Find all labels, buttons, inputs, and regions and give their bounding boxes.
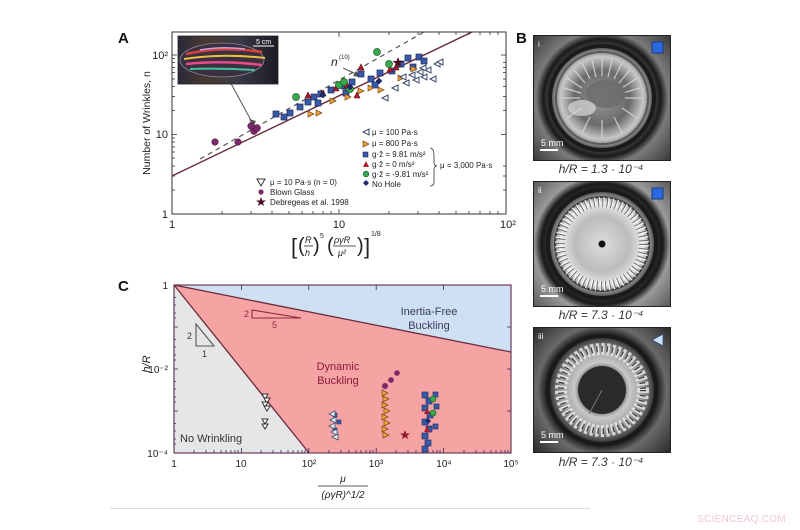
slope-triangle-2-5 — [251, 309, 302, 319]
a-ytick-100: 10² — [152, 50, 168, 62]
c-xtick: 10³ — [369, 459, 384, 470]
a-xlabel: [ ( R h ) 5 ( ργR μ² ) ] 1/8 — [291, 231, 381, 259]
svg-text:5: 5 — [320, 233, 324, 240]
slope-triangle-2-1 — [195, 322, 216, 347]
c-xlabel-num: μ — [339, 474, 346, 485]
legend-right — [361, 128, 370, 186]
svg-text:(: ( — [327, 235, 334, 257]
series-no-hole — [319, 77, 383, 99]
n10-label-sup: (10) — [339, 55, 350, 61]
series-mu100 — [380, 58, 444, 102]
series-mu800 — [307, 65, 418, 118]
photo-b-iii: 5 mm iii — [533, 327, 671, 453]
c-ytick: 1 — [162, 281, 168, 292]
a-xtick-1: 1 — [169, 219, 175, 231]
caption-b-iii: h/R = 7.3 · 10⁻⁴ — [558, 455, 644, 469]
legend-g0: g·ẑ = 0 m/s² — [372, 160, 415, 169]
c-xtick: 1 — [171, 459, 177, 470]
scale-bar-label: 5 mm — [541, 430, 564, 440]
svg-text:): ) — [357, 235, 364, 257]
svg-text:(: ( — [298, 235, 305, 257]
svg-text:R: R — [305, 235, 312, 245]
c-xtick: 10⁵ — [503, 459, 518, 470]
caption-b-ii: h/R = 7.3 · 10⁻⁴ — [558, 308, 644, 322]
label-inertia-free-2: Buckling — [408, 320, 450, 332]
panel-c-letter: C — [118, 278, 129, 295]
a-ylabel: Number of Wrinkles, n — [141, 71, 153, 175]
marker-triangle-left-icon — [651, 333, 664, 347]
scale-bar-label: 5 mm — [541, 138, 564, 148]
c-ytick: 10⁻⁴ — [147, 449, 168, 460]
photo-b-i: 5 mm i — [533, 35, 671, 161]
legend-gneg981: g·ẑ = -9.81 m/s² — [372, 170, 429, 179]
slope-run-label: 5 — [272, 320, 277, 330]
c-series-mu800 — [381, 389, 391, 439]
a-ytick-1: 1 — [162, 209, 168, 221]
label-inertia-free-1: Inertia-Free — [401, 306, 458, 318]
legend-blown-glass: Blown Glass — [270, 188, 314, 197]
c-series-blown-glass — [382, 370, 400, 389]
svg-text:ργR: ργR — [333, 235, 351, 245]
footer-divider — [110, 508, 590, 509]
legend-g981: g·ẑ = 9.81 m/s² — [372, 150, 426, 159]
legend-debregeas: Debregeas et al. 1998 — [270, 198, 349, 207]
svg-text:): ) — [313, 235, 320, 257]
svg-text:]: ] — [364, 234, 370, 259]
n10-label: n — [331, 55, 338, 69]
legend-brace-label: μ = 3,000 Pa·s — [440, 161, 492, 170]
slope-rise-label: 2 — [244, 309, 249, 319]
c-series-mu10 — [261, 393, 271, 430]
slope-rise-label: 2 — [187, 331, 192, 341]
svg-text:[: [ — [291, 234, 297, 259]
a-ytick-10: 10 — [156, 129, 168, 141]
legend-mu10: μ = 10 Pa·s (n = 0) — [270, 178, 337, 187]
c-ylabel: h/R — [141, 355, 153, 372]
photo-b-ii: 5 mm ii — [533, 181, 671, 307]
panel-c-chart: 2 5 2 1 Inertia-Free Buckling Dynamic Bu… — [141, 281, 519, 501]
legend-mu800: μ = 800 Pa·s — [372, 139, 418, 148]
svg-text:1/8: 1/8 — [371, 231, 381, 238]
roman-label: iii — [538, 332, 544, 341]
label-dynamic-1: Dynamic — [317, 361, 360, 373]
a-xtick-100: 10² — [500, 219, 516, 231]
panel-a-chart: 5 cm n (10) 1 10 10² 1 10 10² Number of … — [141, 31, 516, 259]
label-no-wrinkling: No Wrinkling — [180, 433, 242, 445]
svg-text:μ²: μ² — [337, 248, 347, 258]
c-xlabel-den: (ργR)^1/2 — [321, 490, 365, 501]
series-blown-glass — [211, 122, 261, 146]
label-dynamic-2: Buckling — [317, 375, 359, 387]
series-debregeas — [392, 57, 404, 68]
c-xtick: 10⁴ — [436, 459, 451, 470]
watermark: SCIENCEAQ.COM — [697, 514, 786, 525]
inset-scale-label: 5 cm — [256, 39, 271, 46]
c-xtick: 10² — [302, 459, 317, 470]
c-ytick: 10⁻² — [148, 365, 168, 376]
caption-b-i: h/R = 1.3 · 10⁻⁴ — [558, 162, 644, 176]
roman-label: i — [538, 40, 540, 49]
marker-square-blue-icon — [651, 41, 664, 54]
panel-b-letter: B — [516, 30, 527, 47]
slope-run-label: 1 — [202, 349, 207, 359]
legend-no-hole: No Hole — [372, 180, 401, 189]
c-xtick: 10 — [235, 459, 247, 470]
legend-left — [256, 178, 266, 206]
roman-label: ii — [538, 186, 542, 195]
c-series-debregeas — [400, 430, 410, 440]
c-series-mu3000 — [421, 391, 440, 453]
inset-blown-glass-image — [177, 35, 279, 85]
a-xtick-10: 10 — [333, 219, 345, 231]
marker-square-blue-icon — [651, 187, 664, 200]
legend-mu100: μ = 100 Pa·s — [372, 128, 418, 137]
scale-bar-label: 5 mm — [541, 284, 564, 294]
panel-a-letter: A — [118, 30, 129, 47]
svg-text:h: h — [305, 248, 310, 258]
c-series-mu100 — [328, 410, 342, 441]
